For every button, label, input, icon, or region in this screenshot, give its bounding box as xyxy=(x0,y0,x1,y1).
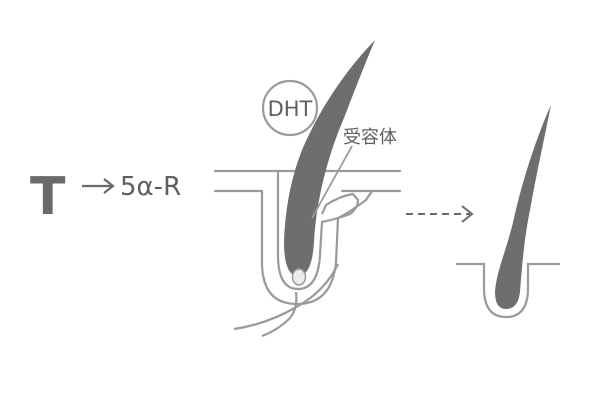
follicle-sheath xyxy=(233,171,373,338)
enzyme-label: 5α-R xyxy=(120,172,181,202)
miniaturized-follicle xyxy=(456,105,560,319)
hair-shaft-small xyxy=(495,105,551,309)
skin-outline-small xyxy=(456,262,560,319)
receptor-label: 受容体 xyxy=(343,127,397,148)
right-arrow-icon xyxy=(82,178,115,194)
testosterone-label: T xyxy=(30,167,66,227)
dht-circle xyxy=(261,79,319,137)
dashed-right-arrow-icon xyxy=(406,205,474,223)
dermal-papilla xyxy=(291,268,307,286)
dht-label: DHT xyxy=(268,97,313,121)
follicle-with-dht: DHT 受容体 xyxy=(213,40,402,338)
hair-shaft xyxy=(284,40,375,276)
receptor-leader-line xyxy=(311,145,353,219)
